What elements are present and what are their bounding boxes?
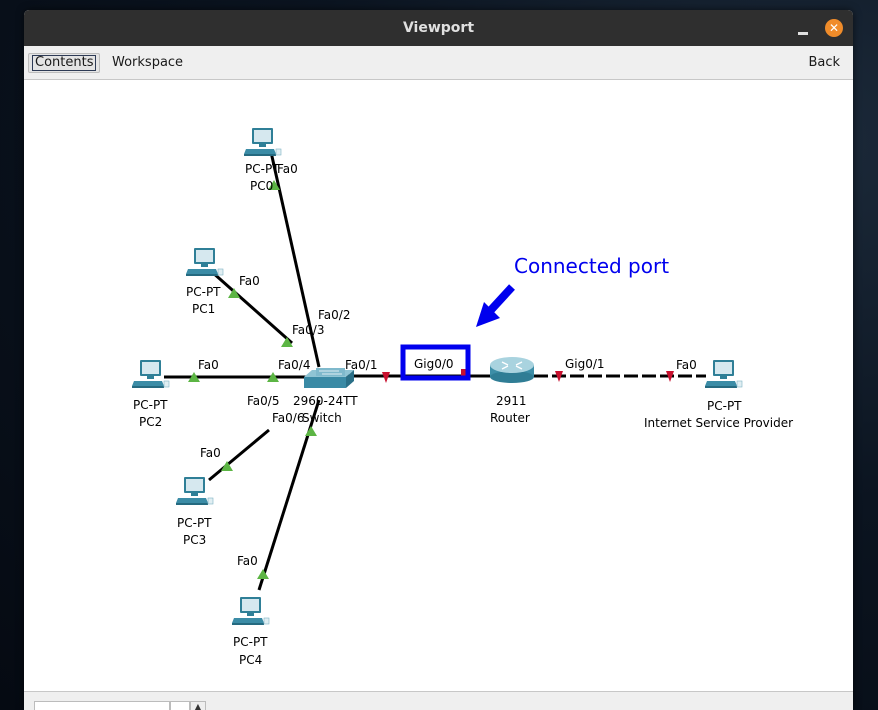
- port-label: Fa0/1: [345, 358, 377, 372]
- port-label: Fa0: [239, 274, 260, 288]
- device-name: Router: [490, 411, 530, 425]
- back-button[interactable]: Back: [808, 55, 840, 70]
- pc-icon: [243, 127, 282, 157]
- port-label: Fa0: [200, 446, 221, 460]
- pc-icon: [175, 476, 214, 506]
- title-bar[interactable]: Viewport ✕: [24, 10, 853, 46]
- pc-icon: [231, 596, 270, 626]
- port-label: Fa0: [676, 358, 697, 372]
- topology-canvas[interactable]: Connected port PC-PT PC0 Fa0 PC-PT PC1 F…: [24, 80, 853, 691]
- device-pc4[interactable]: PC-PT PC4: [231, 596, 270, 667]
- port-label: Gig0/0: [414, 357, 454, 371]
- toolbar: Contents Workspace Back: [24, 46, 853, 80]
- device-model: 2960-24TT: [293, 394, 358, 408]
- port-label: Fa0/6: [272, 411, 304, 425]
- device-model: PC-PT: [245, 162, 280, 176]
- device-pc1[interactable]: PC-PT PC1: [185, 247, 224, 316]
- workspace-button[interactable]: Workspace: [112, 55, 184, 70]
- status-bar: ▲: [24, 691, 853, 710]
- close-button[interactable]: ✕: [825, 19, 843, 37]
- device-name: Switch: [302, 411, 342, 425]
- minimize-button[interactable]: [798, 32, 808, 35]
- spin-up-button[interactable]: ▲: [190, 701, 206, 710]
- port-label: Fa0/5: [247, 394, 279, 408]
- port-label: Fa0: [237, 554, 258, 568]
- router-icon: [490, 357, 534, 383]
- port-up-indicator: [305, 426, 317, 436]
- device-model: PC-PT: [133, 398, 168, 412]
- device-name: PC1: [192, 302, 215, 316]
- device-pc2[interactable]: PC-PT PC2: [131, 359, 170, 429]
- status-spinbox[interactable]: [170, 701, 190, 710]
- device-name: PC0: [250, 179, 273, 193]
- device-router[interactable]: 2911 Router: [490, 357, 534, 425]
- highlight-box: [400, 344, 471, 381]
- links: [164, 151, 706, 591]
- viewport-window: Viewport ✕ Contents Workspace Back: [24, 10, 853, 710]
- device-switch[interactable]: 2960-24TT Switch: [293, 368, 358, 425]
- device-pc0[interactable]: PC-PT PC0: [243, 127, 282, 193]
- port-label: Fa0: [198, 358, 219, 372]
- device-pc3[interactable]: PC-PT PC3: [175, 476, 214, 547]
- device-name: Internet Service Provider: [644, 416, 793, 430]
- close-icon: ✕: [828, 21, 840, 35]
- device-model: PC-PT: [186, 285, 221, 299]
- annotation-label: Connected port: [514, 254, 669, 278]
- link-pc3-switch[interactable]: [208, 428, 270, 482]
- port-up-indicator: [257, 569, 269, 579]
- link-pc1-switch[interactable]: [211, 270, 293, 345]
- port-label: Fa0/3: [292, 323, 324, 337]
- contents-button[interactable]: Contents: [28, 53, 101, 73]
- device-model: 2911: [496, 394, 527, 408]
- device-name: PC3: [183, 533, 206, 547]
- port-label: Fa0: [277, 162, 298, 176]
- pc-icon: [704, 359, 743, 389]
- device-name: PC4: [239, 653, 262, 667]
- port-label: Gig0/1: [565, 357, 605, 371]
- arrow-icon: [476, 284, 515, 327]
- port-label: Fa0/4: [278, 358, 310, 372]
- link-pc0-switch[interactable]: [269, 151, 321, 368]
- device-isp[interactable]: PC-PT Internet Service Provider: [644, 359, 793, 430]
- contents-label: Contents: [32, 55, 97, 71]
- pc-icon: [185, 247, 224, 277]
- pc-icon: [131, 359, 170, 389]
- status-input[interactable]: [34, 701, 170, 710]
- device-name: PC2: [139, 415, 162, 429]
- device-model: PC-PT: [707, 399, 742, 413]
- port-label: Fa0/2: [318, 308, 350, 322]
- port-down-indicator: [461, 369, 466, 376]
- window-title: Viewport: [402, 20, 475, 36]
- device-model: PC-PT: [233, 635, 268, 649]
- device-model: PC-PT: [177, 516, 212, 530]
- switch-icon: [304, 368, 354, 388]
